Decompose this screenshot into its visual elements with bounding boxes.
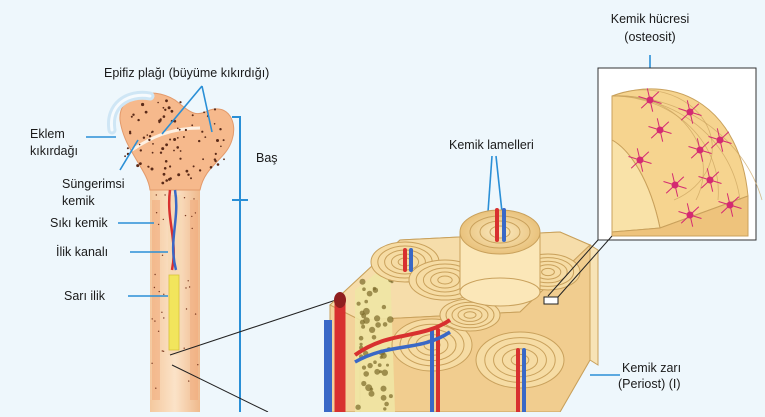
yellow-marrow bbox=[169, 275, 179, 350]
magnify-marker bbox=[544, 297, 558, 304]
label-osteocyte-line2: (osteosit) bbox=[600, 30, 700, 45]
label-marrow-canal: İlik kanalı bbox=[56, 245, 108, 260]
label-periosteum-line1: Kemik zarı bbox=[622, 361, 681, 376]
label-epiphyseal-plate: Epifiz plağı (büyüme kıkırdığı) bbox=[104, 66, 269, 81]
compact-bone-band-left bbox=[152, 200, 160, 400]
periosteum bbox=[590, 245, 598, 365]
label-joint-cartilage-line2: kıkırdağı bbox=[30, 144, 78, 159]
label-yellow-marrow: Sarı ilik bbox=[64, 289, 105, 304]
long-bone bbox=[111, 93, 233, 412]
bone-tissue-block bbox=[328, 210, 598, 412]
label-joint-cartilage-line1: Eklem bbox=[30, 127, 65, 142]
osteocyte-inset bbox=[598, 68, 762, 240]
compact-bone-band-right bbox=[190, 200, 198, 400]
label-periosteum-line2: (Periost) (I) bbox=[618, 377, 681, 392]
label-spongy-bone-line2: kemik bbox=[62, 194, 95, 209]
head-bracket bbox=[232, 117, 248, 412]
label-spongy-bone-line1: Süngerimsi bbox=[62, 177, 125, 192]
label-osteocyte-line1: Kemik hücresi bbox=[600, 12, 700, 27]
label-head: Baş bbox=[256, 151, 278, 166]
label-compact-bone: Sıkı kemik bbox=[50, 216, 108, 231]
label-lamellae: Kemik lamelleri bbox=[449, 138, 534, 153]
